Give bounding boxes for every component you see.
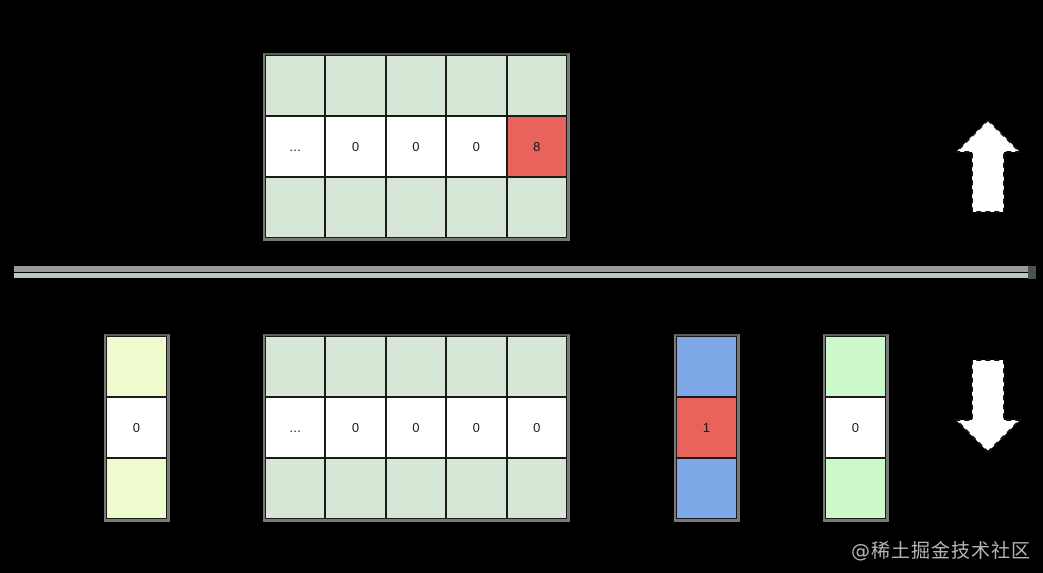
- blue-single-column-grid: 1: [674, 334, 740, 522]
- grid-cell: [325, 458, 386, 519]
- grid-cell: [325, 336, 386, 397]
- grid-cell: 1: [676, 397, 737, 458]
- grid-cell: [446, 177, 507, 238]
- grid-cell: [265, 458, 326, 519]
- grid-cell: 0: [506, 397, 567, 458]
- grid-cell: 0: [446, 397, 507, 458]
- mint-single-column-grid: 0: [823, 334, 889, 522]
- grid-cell: [676, 336, 737, 397]
- grid-cell: [506, 458, 567, 519]
- grid-cell: 0: [325, 397, 386, 458]
- grid-cell: [385, 336, 447, 397]
- grid-cell: 0: [385, 116, 447, 177]
- arrow-up-dashed-icon: [952, 116, 1024, 216]
- grid-cell: [506, 55, 567, 116]
- grid-cell: [385, 55, 447, 116]
- grid-cell: 0: [446, 116, 507, 177]
- grid-cell: [825, 336, 886, 397]
- grid-cell: [506, 336, 567, 397]
- grid-cell: [385, 177, 447, 238]
- grid-cell: 0: [106, 397, 167, 458]
- grid-cell: [106, 458, 167, 519]
- grid-cell: [265, 336, 326, 397]
- grid-cell: [325, 177, 386, 238]
- grid-cell: [325, 55, 386, 116]
- divider-bar-gray: [14, 266, 1032, 272]
- divider-bar-sage: [14, 273, 1032, 278]
- divider-end-cap: [1028, 266, 1036, 279]
- grid-cell: [385, 458, 447, 519]
- grid-cell: [676, 458, 737, 519]
- grid-cell: [825, 458, 886, 519]
- grid-cell: [106, 336, 167, 397]
- grid-cell: [446, 458, 507, 519]
- grid-cell: 0: [825, 397, 886, 458]
- grid-cell: 0: [325, 116, 386, 177]
- grid-cell: 0: [385, 397, 447, 458]
- arrow-down-dashed-icon: [952, 356, 1024, 456]
- grid-cell: [446, 55, 507, 116]
- grid-cell: ...: [265, 116, 326, 177]
- left-single-column-grid: 0: [104, 334, 170, 522]
- watermark-label: @稀土掘金技术社区: [851, 540, 1032, 562]
- grid-cell: [446, 336, 507, 397]
- grid-cell: 8: [506, 116, 567, 177]
- grid-cell: [506, 177, 567, 238]
- section-divider: [14, 266, 1036, 279]
- grid-cell: [265, 55, 326, 116]
- grid-cell: ...: [265, 397, 326, 458]
- grid-cell: [265, 177, 326, 238]
